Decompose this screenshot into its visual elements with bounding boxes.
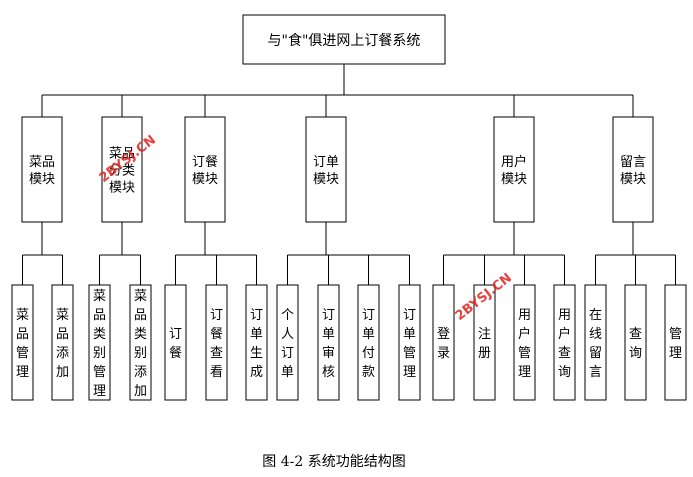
connector-lines bbox=[22, 64, 676, 285]
function-box bbox=[584, 284, 607, 401]
function-box bbox=[624, 284, 647, 401]
function-label: 菜品类别管理 bbox=[93, 289, 106, 399]
function-node: 菜品添加 bbox=[51, 284, 74, 401]
module-label: 留言模块 bbox=[620, 155, 646, 187]
function-label: 查询 bbox=[629, 327, 642, 361]
function-node: 订餐查看 bbox=[205, 284, 228, 401]
function-box bbox=[11, 284, 34, 401]
function-node: 注册 bbox=[473, 284, 496, 401]
function-node: 订单付款 bbox=[357, 284, 380, 401]
function-label: 订餐查看 bbox=[210, 308, 223, 380]
function-label: 菜品管理 bbox=[16, 308, 29, 380]
function-label: 菜品添加 bbox=[56, 308, 69, 380]
function-box bbox=[51, 284, 74, 401]
module-label: 菜品模块 bbox=[29, 155, 55, 187]
function-node: 个人订单 bbox=[276, 284, 299, 401]
module-box bbox=[21, 116, 63, 223]
figure-caption: 图 4-2 系统功能结构图 bbox=[262, 454, 405, 470]
function-label: 菜品类别添加 bbox=[134, 289, 147, 399]
module-label: 用户模块 bbox=[501, 154, 527, 187]
module-node: 菜品分类模块 bbox=[101, 116, 143, 223]
function-node: 订单审核 bbox=[317, 284, 340, 401]
function-label: 订单审核 bbox=[322, 308, 335, 380]
function-box bbox=[664, 284, 687, 401]
function-box bbox=[317, 284, 340, 401]
function-node: 菜品类别添加 bbox=[129, 284, 152, 401]
function-box bbox=[276, 284, 299, 401]
function-node: 订餐 bbox=[164, 284, 187, 401]
function-node: 登录 bbox=[432, 284, 455, 401]
module-node: 订餐模块 bbox=[184, 116, 226, 223]
root-node: 与"食"俱进网上订餐系统 bbox=[242, 14, 446, 65]
function-box bbox=[398, 284, 421, 401]
function-label: 订单付款 bbox=[362, 308, 375, 380]
function-box bbox=[129, 284, 152, 401]
function-label: 用户查询 bbox=[558, 308, 571, 380]
function-box bbox=[357, 284, 380, 401]
module-node: 订单模块 bbox=[305, 116, 347, 223]
module-label: 订餐模块 bbox=[192, 154, 218, 187]
module-box bbox=[184, 116, 226, 223]
function-box bbox=[473, 284, 496, 401]
module-label: 菜品分类模块 bbox=[109, 147, 135, 196]
function-box bbox=[205, 284, 228, 401]
function-label: 登录 bbox=[437, 327, 450, 361]
module-node: 菜品模块 bbox=[21, 116, 63, 223]
function-box bbox=[245, 284, 268, 401]
module-box bbox=[101, 116, 143, 223]
root-title: 与"食"俱进网上订餐系统 bbox=[268, 32, 421, 49]
module-label: 订单模块 bbox=[313, 155, 339, 187]
function-node: 用户管理 bbox=[513, 284, 536, 401]
module-box bbox=[493, 116, 535, 223]
function-box bbox=[164, 284, 187, 401]
function-label: 在线留言 bbox=[589, 308, 602, 380]
function-label: 订单生成 bbox=[250, 308, 263, 380]
function-node: 订单生成 bbox=[245, 284, 268, 401]
function-node: 查询 bbox=[624, 284, 647, 401]
function-node: 在线留言 bbox=[584, 284, 607, 401]
function-node: 菜品类别管理 bbox=[88, 284, 111, 401]
root-box bbox=[242, 14, 446, 65]
function-node: 订单管理 bbox=[398, 284, 421, 401]
function-label: 管理 bbox=[669, 327, 682, 361]
function-label: 注册 bbox=[478, 327, 491, 361]
function-box bbox=[88, 284, 111, 401]
function-label: 订餐 bbox=[169, 327, 182, 361]
function-node: 菜品管理 bbox=[11, 284, 34, 401]
function-node: 用户查询 bbox=[553, 284, 576, 401]
function-box bbox=[553, 284, 576, 401]
function-box bbox=[432, 284, 455, 401]
module-node: 留言模块 bbox=[612, 116, 654, 223]
module-node: 用户模块 bbox=[493, 116, 535, 223]
module-box bbox=[305, 116, 347, 223]
function-box bbox=[513, 284, 536, 401]
function-label: 个人订单 bbox=[281, 308, 294, 380]
function-label: 订单管理 bbox=[403, 308, 416, 380]
function-node: 管理 bbox=[664, 284, 687, 401]
function-label: 用户管理 bbox=[518, 308, 531, 380]
module-box bbox=[612, 116, 654, 223]
